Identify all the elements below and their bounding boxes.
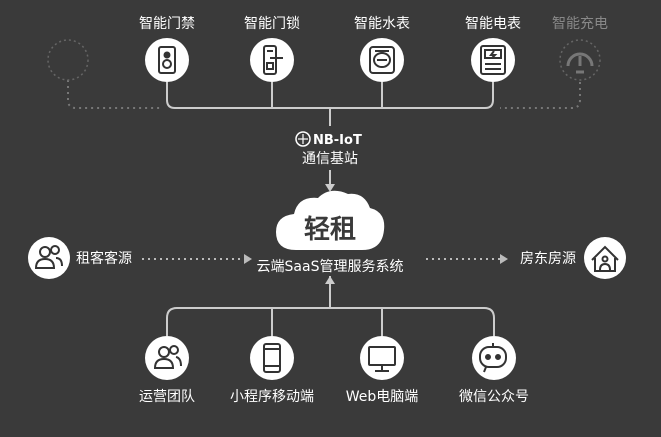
wechat-official-icon: [479, 343, 507, 373]
landlord-house-icon: [591, 245, 619, 272]
platform-name: 云端SaaS管理服务系统: [257, 259, 404, 275]
left-decorative-circle: [47, 39, 89, 81]
device-bus-line: [166, 82, 494, 109]
door-access-icon: [158, 46, 176, 74]
device-label: 智能水表: [354, 16, 410, 32]
client-node-wechat[interactable]: 微信公众号: [459, 336, 529, 405]
door-lock-icon: [263, 45, 283, 75]
client-node-mobile[interactable]: 小程序移动端: [230, 336, 314, 405]
electric-meter-icon: [480, 45, 506, 75]
device-node-electric-meter[interactable]: 智能电表: [465, 16, 521, 82]
client-label: Web电脑端: [346, 389, 419, 405]
arrow-right-icon: [500, 254, 508, 264]
tenants-label: 租客客源: [76, 250, 132, 267]
landlord-node[interactable]: 房东房源: [520, 237, 626, 279]
tenants-node[interactable]: 租客客源: [28, 237, 132, 279]
client-label: 微信公众号: [459, 389, 529, 405]
base-station-label: 通信基站: [302, 150, 358, 167]
water-meter-icon: [369, 46, 395, 74]
device-label: 智能电表: [465, 16, 521, 32]
faded-device-connector: [500, 82, 581, 109]
device-label: 智能门禁: [139, 16, 195, 32]
arrow-up-icon: [325, 276, 335, 284]
signal-tower-icon: [295, 131, 311, 147]
mobile-phone-icon: [263, 343, 281, 373]
nb-iot-logo-text: NB-IoT: [313, 133, 362, 148]
brand-name: 轻租: [304, 215, 356, 245]
tenants-icon: [34, 245, 63, 269]
base-station: NB-IoT 通信基站: [295, 131, 362, 167]
device-node-water-meter[interactable]: 智能水表: [354, 16, 410, 82]
charging-icon: [566, 52, 594, 74]
cloud-icon: [276, 190, 385, 250]
client-node-operations[interactable]: 运营团队: [139, 336, 195, 405]
client-node-web[interactable]: Web电脑端: [346, 336, 419, 405]
client-label: 运营团队: [139, 389, 195, 405]
landlord-label: 房东房源: [520, 251, 576, 267]
arrow-down-icon: [325, 184, 335, 192]
cloud-platform: 轻租 云端SaaS管理服务系统: [257, 190, 404, 275]
device-node-door-lock[interactable]: 智能门锁: [244, 16, 300, 82]
client-bus-line: [166, 307, 495, 336]
device-node-door-access[interactable]: 智能门禁: [139, 16, 195, 82]
device-node-charging[interactable]: 智能充电: [552, 16, 608, 81]
operations-team-icon: [153, 345, 182, 369]
arrow-right-icon: [244, 254, 252, 264]
desktop-monitor-icon: [368, 346, 396, 372]
client-label: 小程序移动端: [230, 389, 314, 405]
device-label: 智能充电: [552, 16, 608, 32]
device-label: 智能门锁: [244, 16, 300, 32]
left-decorative-connector: [67, 80, 160, 109]
